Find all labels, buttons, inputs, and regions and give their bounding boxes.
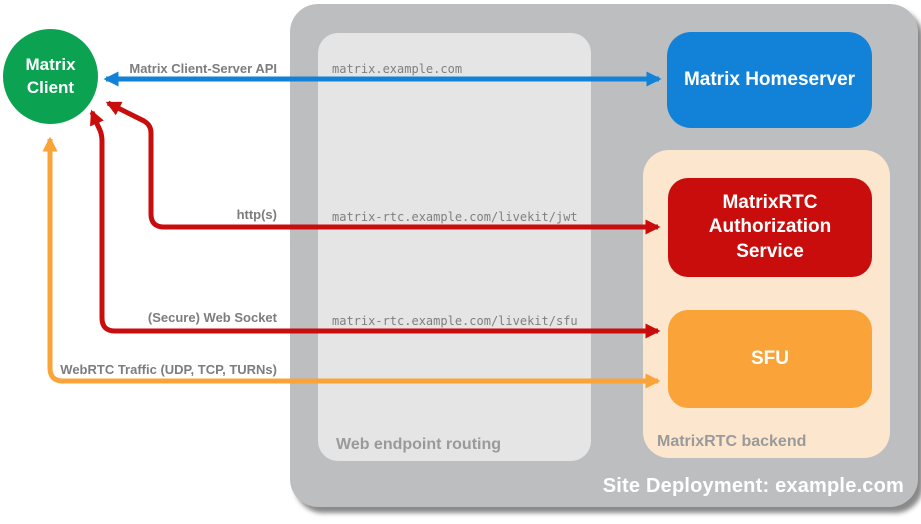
matrix-client-node: Matrix Client [3,29,98,124]
https-label: http(s) [236,207,277,222]
websocket-label: (Secure) Web Socket [147,310,277,325]
web-endpoint-routing-label: Web endpoint routing [336,436,502,453]
site-deployment-label: Site Deployment: example.com [602,475,904,497]
endpoint-matrix-example-com: matrix.example.com [332,62,463,76]
matrixrtc-authorization-service-node: MatrixRTC Authorization Service [668,178,872,277]
client-server-api-label: Matrix Client-Server API [129,61,277,76]
endpoint-livekit-sfu: matrix-rtc.example.com/livekit/sfu [332,314,578,328]
web-endpoint-routing-box: Web endpoint routing [318,33,591,461]
sfu-node: SFU [668,310,872,408]
endpoint-livekit-jwt: matrix-rtc.example.com/livekit/jwt [332,210,578,224]
webrtc-traffic-label: WebRTC Traffic (UDP, TCP, TURNs) [60,362,277,377]
matrixrtc-backend-label: MatrixRTC backend [657,433,807,450]
matrix-homeserver-node: Matrix Homeserver [667,32,872,128]
